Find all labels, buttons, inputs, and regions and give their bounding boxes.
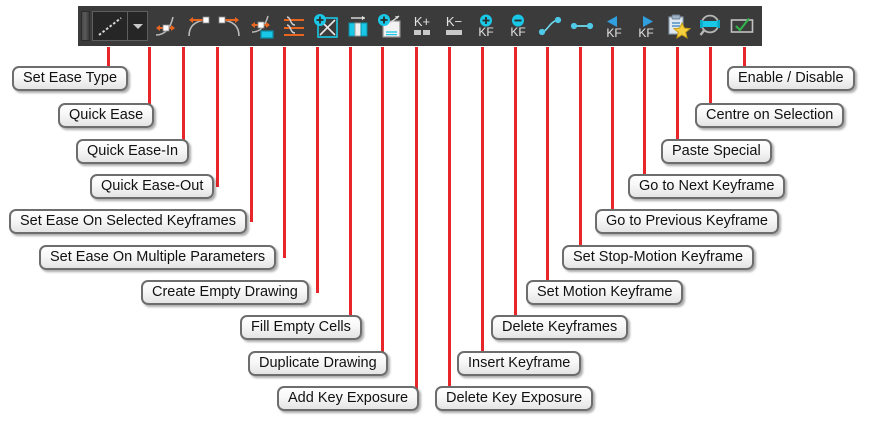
toolbar-button-quick-ease-in[interactable] bbox=[182, 10, 214, 42]
callout-label-quick-ease: Quick Ease bbox=[58, 103, 155, 128]
callout-label-delete-keyframes: Delete Keyframes bbox=[491, 315, 629, 340]
toolbar-button-delete-keyframes[interactable]: KF bbox=[502, 10, 534, 42]
callout-label-centre-on-selection: Centre on Selection bbox=[695, 103, 845, 128]
fill-empty-cells-icon bbox=[348, 15, 368, 37]
toolbar-button-set-ease-on-multiple-parameters[interactable] bbox=[278, 10, 310, 42]
toolbar-button-delete-key-exposure[interactable]: K− bbox=[438, 10, 470, 42]
leader-line-add-key-exposure bbox=[415, 47, 418, 399]
create-empty-drawing-icon bbox=[314, 14, 338, 38]
toolbar-button-paste-special[interactable] bbox=[662, 10, 694, 42]
keyframe-minus-icon: KF bbox=[510, 14, 526, 39]
toolbar-button-set-ease-on-selected-keyframes[interactable] bbox=[246, 10, 278, 42]
set-ease-type-combo[interactable] bbox=[92, 11, 148, 41]
toolbar-button-add-key-exposure[interactable]: K+ bbox=[406, 10, 438, 42]
toolbar-button-set-motion-keyframe[interactable] bbox=[534, 10, 566, 42]
callout-label-set-ease-type: Set Ease Type bbox=[12, 66, 129, 91]
svg-text:KF: KF bbox=[478, 25, 493, 39]
leader-line-go-to-previous-keyframe bbox=[611, 47, 614, 222]
leader-line-insert-keyframe bbox=[481, 47, 484, 364]
callout-label-paste-special: Paste Special bbox=[661, 139, 772, 164]
leader-line-paste-special bbox=[676, 47, 679, 152]
centre-on-selection-icon bbox=[699, 14, 720, 36]
callout-label-delete-key-exposure: Delete Key Exposure bbox=[435, 386, 594, 411]
ease-multiple-parameters-icon bbox=[284, 16, 304, 36]
leader-line-set-ease-on-multiple-parameters bbox=[283, 47, 286, 258]
toolbar-button-set-stop-motion-keyframe[interactable] bbox=[566, 10, 598, 42]
ease-curve-dropdown-icon bbox=[98, 17, 122, 36]
callout-label-insert-keyframe: Insert Keyframe bbox=[457, 351, 582, 376]
leader-line-delete-key-exposure bbox=[448, 47, 451, 399]
toolbar-button-go-to-next-keyframe[interactable]: KF bbox=[630, 10, 662, 42]
toolbar-button-quick-ease[interactable] bbox=[150, 10, 182, 42]
callout-label-fill-empty-cells: Fill Empty Cells bbox=[240, 315, 362, 340]
toolbar-drag-handle[interactable] bbox=[81, 11, 90, 41]
leader-line-set-stop-motion-keyframe bbox=[579, 47, 582, 258]
toolbar-button-go-to-previous-keyframe[interactable]: KF bbox=[598, 10, 630, 42]
toolbar-button-quick-ease-out[interactable] bbox=[214, 10, 246, 42]
timeline-toolbar: K+ K− KF KF bbox=[78, 6, 762, 46]
keyframe-plus-icon: KF bbox=[478, 14, 494, 39]
toolbar-button-set-ease-type[interactable] bbox=[92, 10, 150, 42]
next-keyframe-icon: KF bbox=[638, 16, 654, 40]
callout-label-duplicate-drawing: Duplicate Drawing bbox=[248, 351, 388, 376]
previous-keyframe-icon: KF bbox=[606, 16, 622, 40]
duplicate-drawing-icon bbox=[378, 14, 401, 38]
callout-label-quick-ease-out: Quick Ease-Out bbox=[90, 174, 215, 199]
svg-text:KF: KF bbox=[638, 26, 653, 40]
callout-label-create-empty-drawing: Create Empty Drawing bbox=[141, 280, 309, 305]
svg-text:KF: KF bbox=[606, 26, 621, 40]
key-minus-icon: K− bbox=[446, 14, 462, 35]
enable-disable-icon bbox=[730, 17, 754, 33]
leader-line-go-to-next-keyframe bbox=[643, 47, 646, 187]
leader-line-create-empty-drawing bbox=[316, 47, 319, 293]
paste-special-icon bbox=[668, 14, 692, 39]
callout-label-add-key-exposure: Add Key Exposure bbox=[277, 386, 420, 411]
toolbar-button-enable-disable[interactable] bbox=[726, 10, 758, 42]
quick-ease-icon bbox=[155, 16, 175, 36]
svg-text:K−: K− bbox=[446, 14, 462, 29]
leader-line-set-ease-type bbox=[107, 47, 110, 79]
chevron-down-icon[interactable] bbox=[127, 12, 147, 40]
callout-label-go-to-next-keyframe: Go to Next Keyframe bbox=[628, 174, 786, 199]
toolbar-button-insert-keyframe[interactable]: KF bbox=[470, 10, 502, 42]
svg-text:K+: K+ bbox=[414, 14, 430, 29]
leader-line-quick-ease-out bbox=[216, 47, 219, 187]
toolbar-button-fill-empty-cells[interactable] bbox=[342, 10, 374, 42]
leader-line-centre-on-selection bbox=[709, 47, 712, 116]
leader-line-quick-ease bbox=[148, 47, 151, 116]
leader-line-set-motion-keyframe bbox=[546, 47, 549, 293]
quick-ease-in-icon bbox=[188, 16, 210, 37]
callout-label-set-ease-on-multiple-parameters: Set Ease On Multiple Parameters bbox=[39, 245, 277, 270]
leader-line-delete-keyframes bbox=[514, 47, 517, 328]
ease-selected-keyframes-icon bbox=[251, 15, 274, 39]
toolbar-button-centre-on-selection[interactable] bbox=[694, 10, 726, 42]
toolbar-button-duplicate-drawing[interactable] bbox=[374, 10, 406, 42]
stop-motion-keyframe-icon bbox=[570, 22, 594, 30]
toolbar-button-create-empty-drawing[interactable] bbox=[310, 10, 342, 42]
callout-label-go-to-previous-keyframe: Go to Previous Keyframe bbox=[595, 209, 779, 234]
callout-label-set-stop-motion-keyframe: Set Stop-Motion Keyframe bbox=[562, 245, 755, 270]
leader-line-fill-empty-cells bbox=[349, 47, 352, 328]
callout-label-set-ease-on-selected-keyframes: Set Ease On Selected Keyframes bbox=[9, 209, 247, 234]
leader-line-set-ease-on-selected-keyframes bbox=[250, 47, 253, 222]
callout-label-enable-disable: Enable / Disable bbox=[727, 66, 855, 91]
leader-line-quick-ease-in bbox=[182, 47, 185, 152]
callout-label-set-motion-keyframe: Set Motion Keyframe bbox=[526, 280, 684, 305]
quick-ease-out-icon bbox=[218, 16, 240, 37]
callout-label-quick-ease-in: Quick Ease-In bbox=[76, 139, 190, 164]
key-plus-icon: K+ bbox=[414, 14, 430, 35]
leader-line-duplicate-drawing bbox=[381, 47, 384, 364]
motion-keyframe-icon bbox=[538, 16, 562, 36]
svg-text:KF: KF bbox=[510, 25, 525, 39]
leader-line-enable-disable bbox=[743, 47, 746, 79]
